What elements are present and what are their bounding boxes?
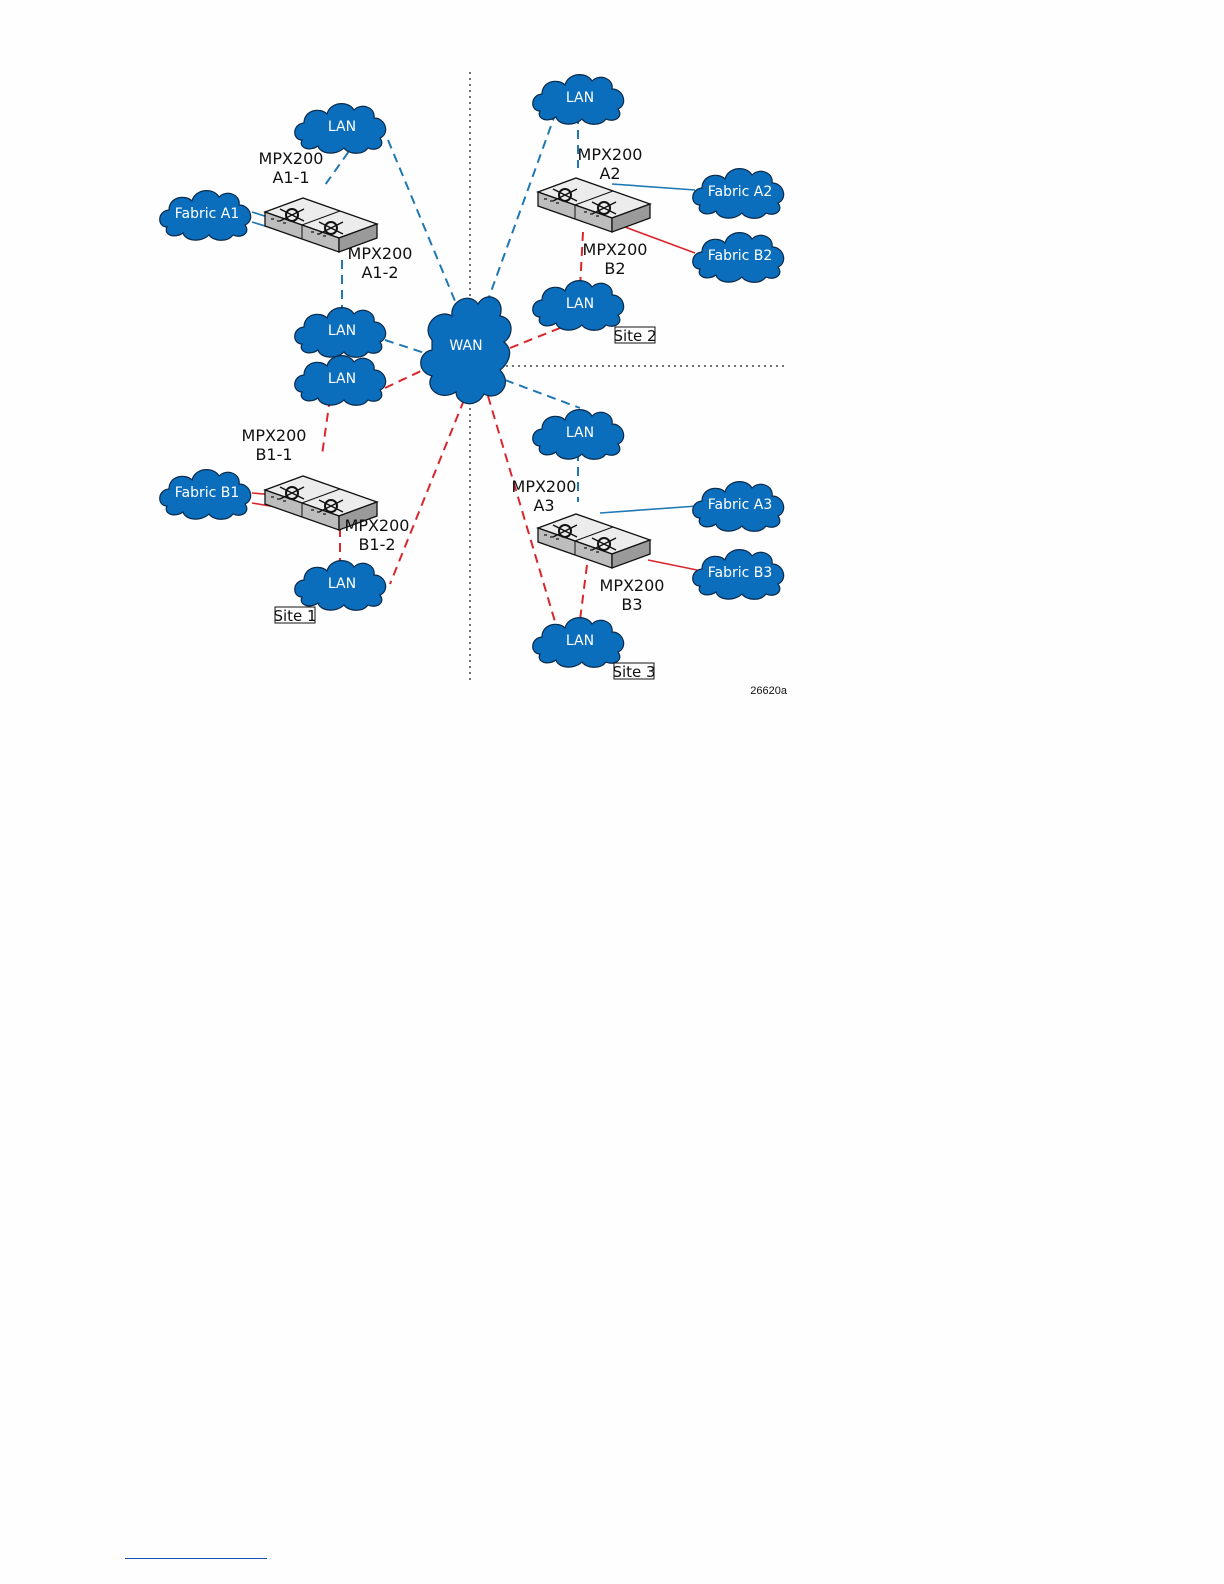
lan-cloud: LAN (295, 561, 386, 611)
device-model: MPX200 (578, 145, 643, 164)
device-label-a1-2: MPX200 A1-2 (348, 244, 413, 282)
device-label-b1-2: MPX200 B1-2 (345, 516, 410, 554)
lan-label: LAN (566, 633, 594, 649)
wan-label: WAN (449, 338, 482, 354)
device-id: A1-2 (361, 263, 398, 282)
device-id: A3 (533, 496, 554, 515)
figure-id: 26620a (750, 685, 788, 697)
fabric-cloud-a1: Fabric A1 (160, 191, 251, 241)
device-label-b2: MPX200 B2 (583, 240, 648, 278)
site-name: Site 3 (612, 663, 655, 681)
lan-label: LAN (328, 576, 356, 592)
fabric-label: Fabric A2 (708, 184, 773, 200)
fabric-cloud-b1: Fabric B1 (160, 470, 251, 520)
device-model: MPX200 (583, 240, 648, 259)
lan-cloud: LAN (533, 618, 624, 668)
site-label-2: Site 2 (613, 327, 656, 345)
device-model: MPX200 (345, 516, 410, 535)
device-label-a2: MPX200 A2 (578, 145, 643, 183)
lan-label: LAN (328, 119, 356, 135)
device-model: MPX200 (348, 244, 413, 263)
wan-cloud: WAN (421, 297, 511, 404)
lan-label: LAN (328, 323, 356, 339)
device-id: A2 (599, 164, 620, 183)
fabric-cloud-a3: Fabric A3 (693, 482, 784, 532)
device-model: MPX200 (259, 149, 324, 168)
site-label-3: Site 3 (612, 663, 655, 681)
lan-cloud: LAN (533, 281, 624, 331)
lan-label: LAN (328, 371, 356, 387)
fabric-cloud-b2: Fabric B2 (693, 233, 784, 283)
fabric-label: Fabric A1 (175, 206, 240, 222)
device-model: MPX200 (600, 576, 665, 595)
device-id: A1-1 (272, 168, 309, 187)
lan-cloud: LAN (533, 75, 624, 125)
fabric-label: Fabric B2 (708, 248, 773, 264)
mpx200-switch-site3 (538, 514, 650, 568)
device-label-b3: MPX200 B3 (600, 576, 665, 614)
site-name: Site 2 (613, 327, 656, 345)
device-id: B1-2 (358, 535, 395, 554)
fabric-label: Fabric A3 (708, 497, 773, 513)
lan-label: LAN (566, 296, 594, 312)
fabric-cloud-a2: Fabric A2 (693, 169, 784, 219)
device-label-a1-1: MPX200 A1-1 (259, 149, 324, 187)
lan-cloud: LAN (295, 356, 386, 406)
footnote-rule (125, 1558, 267, 1559)
device-label-b1-1: MPX200 B1-1 (242, 426, 307, 464)
device-model: MPX200 (512, 477, 577, 496)
fabric-label: Fabric B3 (708, 565, 773, 581)
device-id: B2 (604, 259, 625, 278)
site-name: Site 1 (273, 607, 316, 625)
device-id: B1-1 (255, 445, 292, 464)
lan-cloud: LAN (295, 104, 386, 154)
device-id: B3 (621, 595, 642, 614)
lan-cloud: LAN (295, 308, 386, 358)
lan-label: LAN (566, 425, 594, 441)
device-model: MPX200 (242, 426, 307, 445)
lan-cloud: LAN (533, 410, 624, 460)
site-label-1: Site 1 (273, 607, 316, 625)
lan-label: LAN (566, 90, 594, 106)
fabric-cloud-b3: Fabric B3 (693, 550, 784, 600)
fabric-label: Fabric B1 (175, 485, 240, 501)
device-label-a3: MPX200 A3 (512, 477, 577, 515)
